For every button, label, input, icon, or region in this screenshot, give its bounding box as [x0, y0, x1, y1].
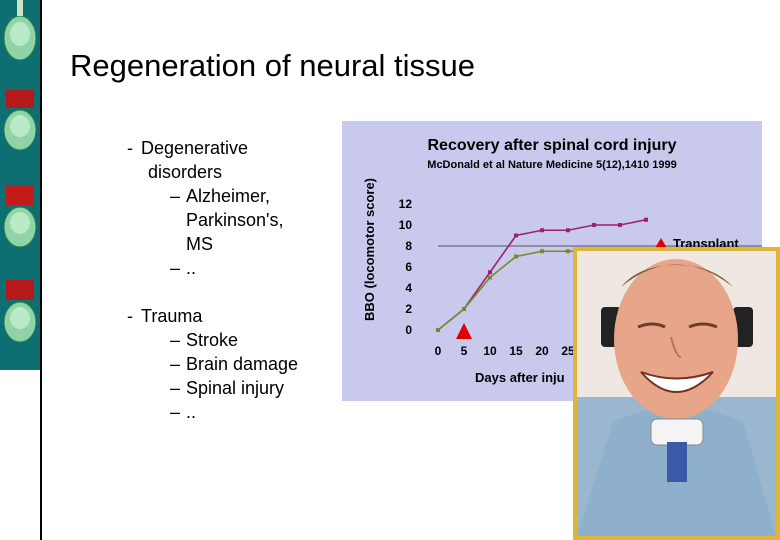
data-point — [592, 223, 596, 227]
data-point — [488, 270, 492, 275]
data-point — [488, 275, 492, 280]
x-tick-label: 10 — [483, 344, 497, 358]
sidebar-divider — [40, 0, 42, 540]
data-point — [436, 328, 440, 332]
chart-subtitle: McDonald et al Nature Medicine 5(12),141… — [427, 159, 677, 171]
data-point — [514, 233, 518, 238]
cell-image — [3, 0, 37, 61]
data-point — [644, 217, 648, 222]
sub-dash: – — [170, 258, 181, 278]
patient-photo — [573, 247, 780, 540]
cell-strip — [0, 0, 40, 370]
sub-bullet-parkinsons: Parkinson's, — [186, 210, 284, 230]
sub-dash: – — [170, 402, 181, 422]
x-tick-label: 5 — [461, 344, 468, 358]
cell-image — [3, 280, 37, 343]
y-axis-label: BBO (locomotor score) — [362, 178, 377, 321]
sidebar-decoration — [0, 0, 44, 540]
cell-image — [3, 90, 37, 151]
chart-title: Recovery after spinal cord injury — [427, 137, 677, 154]
sub-bullet-spinal-injury: Spinal injury — [186, 378, 285, 398]
sub-bullet-alzheimer: Alzheimer, — [186, 186, 271, 206]
legend-marker — [655, 238, 667, 248]
sub-bullet-ms: MS — [186, 234, 213, 254]
x-tick-label: 20 — [535, 344, 549, 358]
transplant-marker — [456, 323, 472, 339]
y-tick-label: 6 — [405, 260, 412, 274]
sub-bullet-stroke: Stroke — [186, 330, 239, 350]
y-tick-label: 4 — [405, 281, 412, 295]
sub-bullet-brain-damage: Brain damage — [186, 354, 299, 374]
data-point — [618, 223, 622, 227]
data-point — [462, 307, 466, 311]
sub-dash: – — [170, 354, 181, 374]
data-point — [566, 228, 570, 233]
sub-dash: – — [170, 186, 181, 206]
data-point — [514, 254, 518, 259]
slide-title: Regeneration of neural tissue — [70, 48, 475, 83]
y-tick-label: 10 — [399, 218, 413, 232]
bullet-degenerative: Degenerative — [141, 138, 249, 158]
x-tick-label: 0 — [435, 344, 442, 358]
x-tick-label: 25 — [561, 344, 575, 358]
data-point — [540, 249, 544, 254]
bullet-dash: - — [127, 138, 133, 158]
cell-image — [3, 185, 37, 248]
bullet-degenerative-cont: disorders — [148, 162, 223, 182]
data-point — [566, 249, 570, 254]
sub-dash: – — [170, 378, 181, 398]
y-tick-label: 12 — [399, 197, 413, 211]
data-point — [540, 228, 544, 233]
bullet-dash: - — [127, 306, 133, 326]
y-tick-label: 8 — [405, 239, 412, 253]
sub-bullet-ellipsis: .. — [186, 402, 197, 422]
y-tick-label: 2 — [405, 302, 412, 316]
x-tick-label: 15 — [509, 344, 523, 358]
x-axis-label: Days after inju — [475, 370, 565, 385]
sub-dash: – — [170, 330, 181, 350]
sub-bullet-ellipsis: .. — [186, 258, 197, 278]
y-tick-label: 0 — [405, 323, 412, 337]
bullet-trauma: Trauma — [141, 306, 203, 326]
